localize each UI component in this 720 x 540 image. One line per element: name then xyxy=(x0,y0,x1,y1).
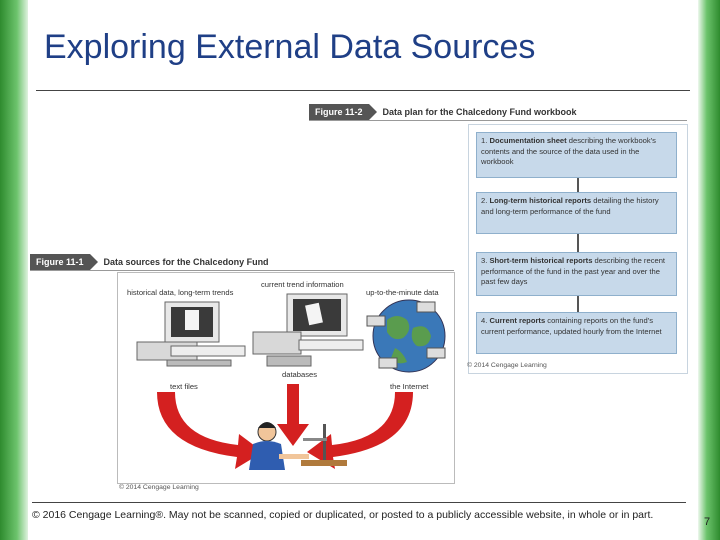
label-databases: databases xyxy=(282,370,318,379)
plan-item-3-text: describing the recent performance of the… xyxy=(481,256,666,286)
figure-2-header: Figure 11-2 Data plan for the Chalcedony… xyxy=(309,104,577,120)
arrow-right xyxy=(307,392,413,469)
plan-item-1: 1. Documentation sheet describing the wo… xyxy=(476,132,677,178)
plan-item-2-number: 2. xyxy=(481,196,488,205)
left-decorative-bar xyxy=(0,0,28,540)
database-icon xyxy=(252,293,364,367)
figure-2-rule xyxy=(309,120,687,121)
label-the-internet: the Internet xyxy=(390,382,429,391)
figure-2-label-arrow xyxy=(368,104,377,120)
plan-item-4-text: containing reports on the fund's current… xyxy=(481,316,662,336)
arrow-left xyxy=(157,392,263,469)
computer-icon xyxy=(136,301,246,367)
plan-item-3-number: 3. xyxy=(481,256,488,265)
arrow-middle xyxy=(277,384,309,446)
person-at-desk-icon xyxy=(249,422,347,470)
plan-item-1-number: 1. xyxy=(481,136,488,145)
globe-icon xyxy=(366,299,446,373)
figure-2-caption: Data plan for the Chalcedony Fund workbo… xyxy=(382,107,577,117)
plan-item-1-title: Documentation sheet xyxy=(489,136,567,145)
figure-2-copyright: © 2014 Cengage Learning xyxy=(467,362,547,369)
plan-item-2-title: Long-term historical reports xyxy=(489,196,592,205)
figure-1-copyright: © 2014 Cengage Learning xyxy=(119,484,199,491)
page-number: 7 xyxy=(704,516,711,528)
label-historical-data: historical data, long-term trends xyxy=(127,288,234,297)
plan-item-2-text: detailing the history and long-term perf… xyxy=(481,196,659,216)
plan-item-3: 3. Short-term historical reports describ… xyxy=(476,252,677,296)
slide-title: Exploring External Data Sources xyxy=(44,28,536,66)
plan-item-4-title: Current reports xyxy=(489,316,546,325)
figure-1-caption: Data sources for the Chalcedony Fund xyxy=(103,257,269,267)
figure-1-rule xyxy=(30,270,454,271)
plan-item-3-title: Short-term historical reports xyxy=(489,256,593,265)
label-current-trend: current trend information xyxy=(261,280,344,289)
title-divider xyxy=(36,90,690,91)
plan-item-4-number: 4. xyxy=(481,316,488,325)
figure-2-label: Figure 11-2 xyxy=(309,104,369,120)
plan-item-2: 2. Long-term historical reports detailin… xyxy=(476,192,677,234)
label-up-to-minute: up-to-the-minute data xyxy=(366,288,439,297)
figure-1-header: Figure 11-1 Data sources for the Chalced… xyxy=(30,254,269,270)
footer-divider xyxy=(32,502,686,503)
plan-connector-line xyxy=(577,178,579,314)
copyright-footer: © 2016 Cengage Learning®. May not be sca… xyxy=(32,509,654,521)
plan-item-4: 4. Current reports containing reports on… xyxy=(476,312,677,354)
right-decorative-bar xyxy=(698,0,720,540)
plan-item-1-text: describing the workbook's contents and t… xyxy=(481,136,656,166)
data-sources-illustration xyxy=(136,293,446,470)
label-text-files: text files xyxy=(170,382,198,391)
figure-1-label: Figure 11-1 xyxy=(30,254,90,270)
figure-1-label-arrow xyxy=(89,254,98,270)
